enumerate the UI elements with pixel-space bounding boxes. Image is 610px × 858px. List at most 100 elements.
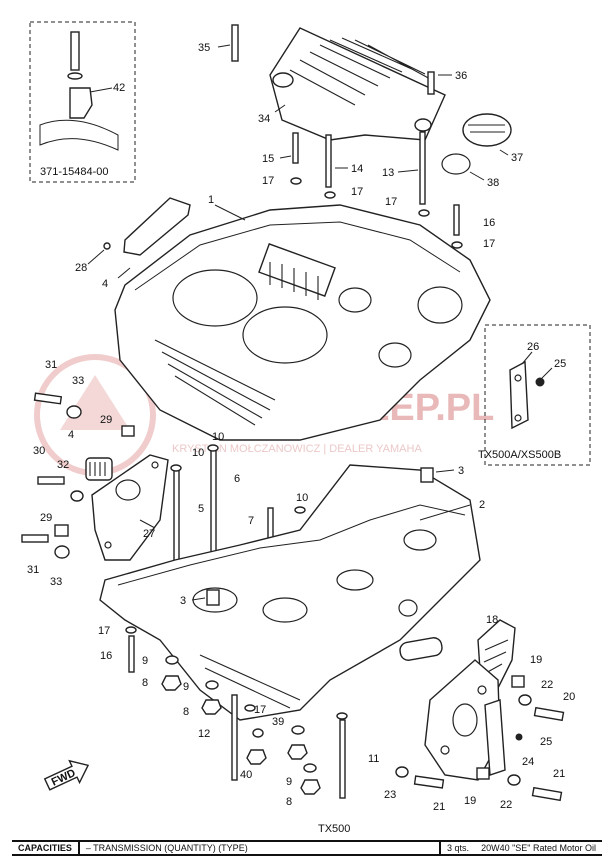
model-label: TX500	[318, 823, 350, 835]
dowel-3-right	[420, 467, 434, 483]
bolt-31-a	[33, 392, 63, 405]
oil-type-value: 20W40 "SE" Rated Motor Oil	[481, 843, 596, 853]
head-cover-34	[269, 27, 446, 141]
callout-9-c: 9	[286, 776, 292, 788]
washer-33-b	[54, 545, 70, 559]
callout-34: 34	[258, 113, 270, 125]
bearing-holder-27	[91, 454, 169, 561]
inset-part-number: 371-15484-00	[40, 166, 109, 178]
dowel-19-b	[476, 767, 490, 780]
callout-17-f: 17	[254, 704, 266, 716]
callout-21-b: 21	[553, 768, 565, 780]
callout-25: 25	[540, 736, 552, 748]
washer-39	[252, 728, 264, 738]
watermark-subtext: KRYSTIAN MOŁCZANOWICZ | DEALER YAMAHA	[172, 443, 422, 455]
callout-35: 35	[198, 42, 210, 54]
capacities-label: CAPACITIES	[12, 842, 80, 854]
lever-24	[484, 699, 506, 776]
callout-16-top: 16	[483, 217, 495, 229]
callout-10-b: 10	[212, 431, 224, 443]
callout-28: 28	[75, 262, 87, 274]
bolt-36	[427, 71, 435, 95]
washer-9-c	[291, 725, 305, 735]
callout-25-inset: 25	[554, 358, 566, 370]
washer-32	[70, 490, 84, 502]
callout-9-b: 9	[183, 681, 189, 693]
washer-17-f	[244, 704, 256, 712]
bolt-11	[339, 719, 346, 799]
callout-39: 39	[272, 716, 284, 728]
callout-8-a: 8	[142, 677, 148, 689]
callout-17-e: 17	[98, 625, 110, 637]
cover-4	[123, 197, 191, 256]
inset-top-left: 42 371-15484-00	[29, 21, 136, 183]
callout-26: 26	[527, 341, 539, 353]
inset-box-right	[484, 324, 591, 466]
callout-6-left: 6	[234, 473, 240, 485]
screw-25	[515, 733, 523, 741]
callout-15: 15	[262, 153, 274, 165]
callout-36: 36	[455, 70, 467, 82]
callout-16-bottom: 16	[100, 650, 112, 662]
callout-29-a: 29	[100, 414, 112, 426]
oil-filler-cap-37	[462, 113, 512, 147]
callout-33-b: 33	[50, 576, 62, 588]
callout-3-right: 3	[458, 465, 464, 477]
callout-11: 11	[368, 753, 379, 765]
bolt-16-bottom	[128, 635, 135, 673]
washer-9-b	[205, 680, 219, 690]
callout-23: 23	[384, 789, 396, 801]
callout-32: 32	[57, 459, 69, 471]
bolt-31-b	[21, 534, 49, 543]
callout-29-b: 29	[40, 512, 52, 524]
washer-9-a	[165, 655, 179, 665]
washer-17-d	[451, 241, 463, 249]
nut-40	[246, 749, 267, 765]
dowel-3-left	[206, 589, 220, 606]
callout-3-left: 3	[180, 595, 186, 607]
bolt-20	[533, 706, 565, 722]
callout-5: 5	[198, 503, 204, 515]
washer-33-a	[66, 405, 82, 419]
callout-8-b: 8	[183, 706, 189, 718]
callout-10-c: 10	[296, 492, 308, 504]
callout-19-b: 19	[464, 795, 476, 807]
callout-22-a: 22	[541, 679, 553, 691]
callout-21-a: 21	[433, 801, 445, 813]
washer-22-a	[518, 694, 532, 706]
screw-28	[103, 242, 111, 250]
washer-23	[395, 766, 409, 778]
callout-22-b: 22	[500, 799, 512, 811]
stud-16-top	[453, 204, 460, 236]
inset-variant-label: TX500A/XS500B	[478, 449, 561, 461]
bolt-21-b	[531, 786, 563, 802]
capacities-footer: CAPACITIES – TRANSMISSION (QUANTITY) (TY…	[12, 840, 602, 856]
callout-40: 40	[240, 769, 252, 781]
callout-38: 38	[487, 177, 499, 189]
callout-24: 24	[522, 756, 534, 768]
callout-9-a: 9	[142, 655, 148, 667]
bolt-30	[37, 476, 65, 485]
callout-42: 42	[113, 82, 125, 94]
callout-31-a: 31	[45, 359, 57, 371]
callout-14: 14	[351, 163, 363, 175]
callout-12: 12	[198, 728, 210, 740]
callout-1: 1	[208, 194, 214, 206]
inset-box-top-left	[29, 21, 136, 183]
washer-17-e	[125, 626, 137, 634]
transmission-label: – TRANSMISSION (QUANTITY) (TYPE)	[85, 843, 248, 853]
inset-right: 26 25 TX500A/XS500B	[478, 324, 591, 466]
washer-17-c	[418, 209, 430, 217]
forward-arrow-icon: FWD	[43, 759, 90, 791]
dowel-19-a	[511, 675, 525, 688]
callout-30: 30	[33, 445, 45, 457]
washer-22-b	[507, 774, 521, 786]
callout-20: 20	[563, 691, 575, 703]
callout-13: 13	[382, 167, 394, 179]
cylinder-bore-right	[242, 306, 328, 364]
callout-17-d: 17	[483, 238, 495, 250]
callout-37: 37	[511, 152, 523, 164]
direction-label: FWD	[50, 767, 78, 788]
bolt-12	[231, 694, 238, 781]
